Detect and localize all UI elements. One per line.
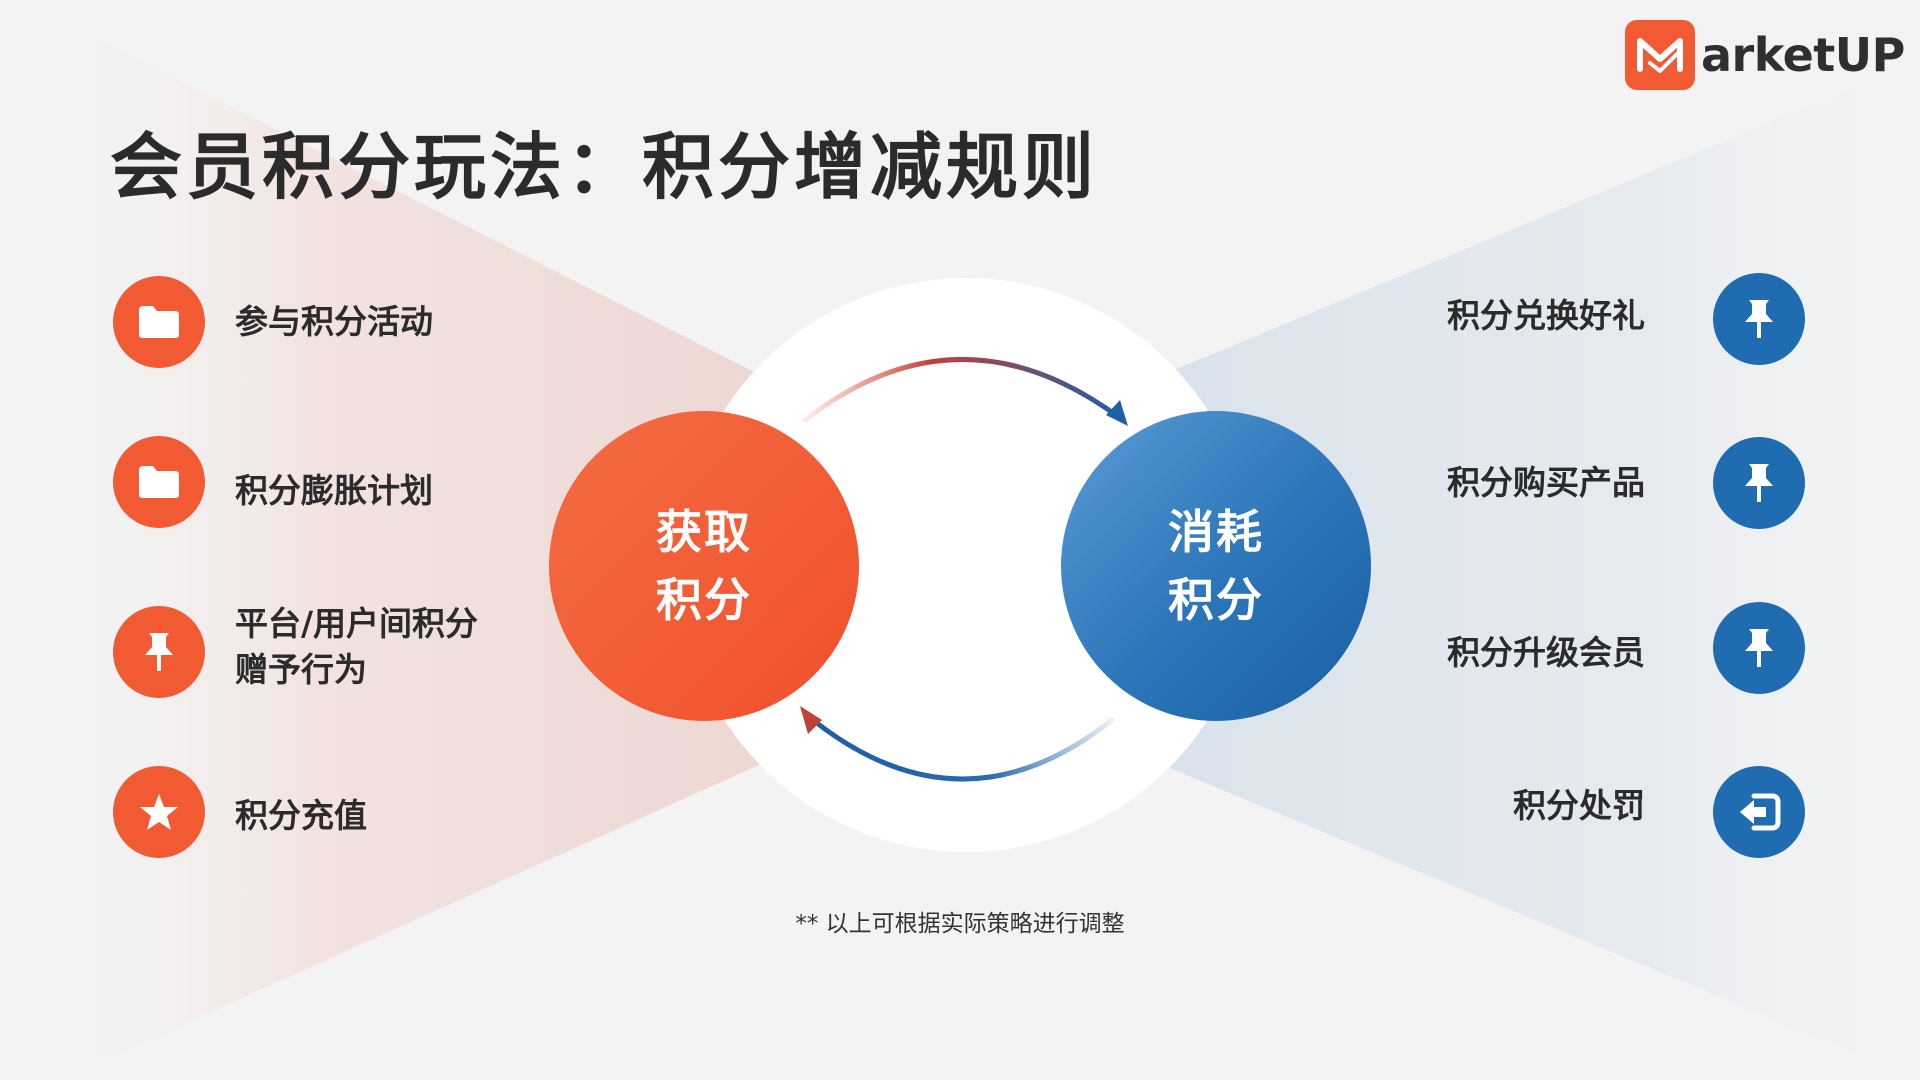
- spend-item-label: 积分购买产品: [1447, 463, 1645, 503]
- logo-m-icon: [1625, 20, 1695, 90]
- page-title: 会员积分玩法：积分增减规则: [110, 125, 1099, 209]
- spend-item-label: 积分处罚: [1513, 786, 1645, 826]
- spend-item-label: 积分升级会员: [1447, 633, 1645, 673]
- exit-icon: [1713, 766, 1805, 858]
- pin-icon: [1713, 437, 1805, 529]
- spend-points-label: 消耗积分: [1168, 505, 1264, 627]
- earn-item: 积分充值: [113, 766, 367, 858]
- folder-icon: [113, 276, 205, 368]
- spend-item-label: 积分兑换好礼: [1447, 296, 1645, 336]
- spend-item: 积分购买产品: [1300, 437, 1805, 529]
- spend-item: 积分处罚: [1300, 766, 1805, 858]
- pin-icon: [1713, 273, 1805, 365]
- earn-item: 参与积分活动: [113, 276, 433, 368]
- earn-item: 积分膨胀计划: [113, 436, 433, 528]
- earn-item-label: 参与积分活动: [235, 302, 433, 342]
- spend-item: 积分兑换好礼: [1300, 273, 1805, 365]
- earn-item-label: 积分膨胀计划: [235, 471, 433, 511]
- folder-icon: [113, 436, 205, 528]
- spend-item: 积分升级会员: [1300, 602, 1805, 694]
- earn-points-label: 获取积分: [656, 505, 752, 627]
- pin-icon: [1713, 602, 1805, 694]
- pin-icon: [113, 606, 205, 698]
- footnote: ** 以上可根据实际策略进行调整: [795, 911, 1125, 937]
- earn-item-label: 积分充值: [235, 796, 367, 836]
- earn-item-label: 平台/用户间积分 赠予行为: [235, 603, 479, 689]
- brand-logo: arketUP: [1625, 20, 1905, 90]
- star-icon: [113, 766, 205, 858]
- earn-item: 平台/用户间积分 赠予行为: [113, 604, 478, 698]
- logo-text: arketUP: [1701, 28, 1905, 82]
